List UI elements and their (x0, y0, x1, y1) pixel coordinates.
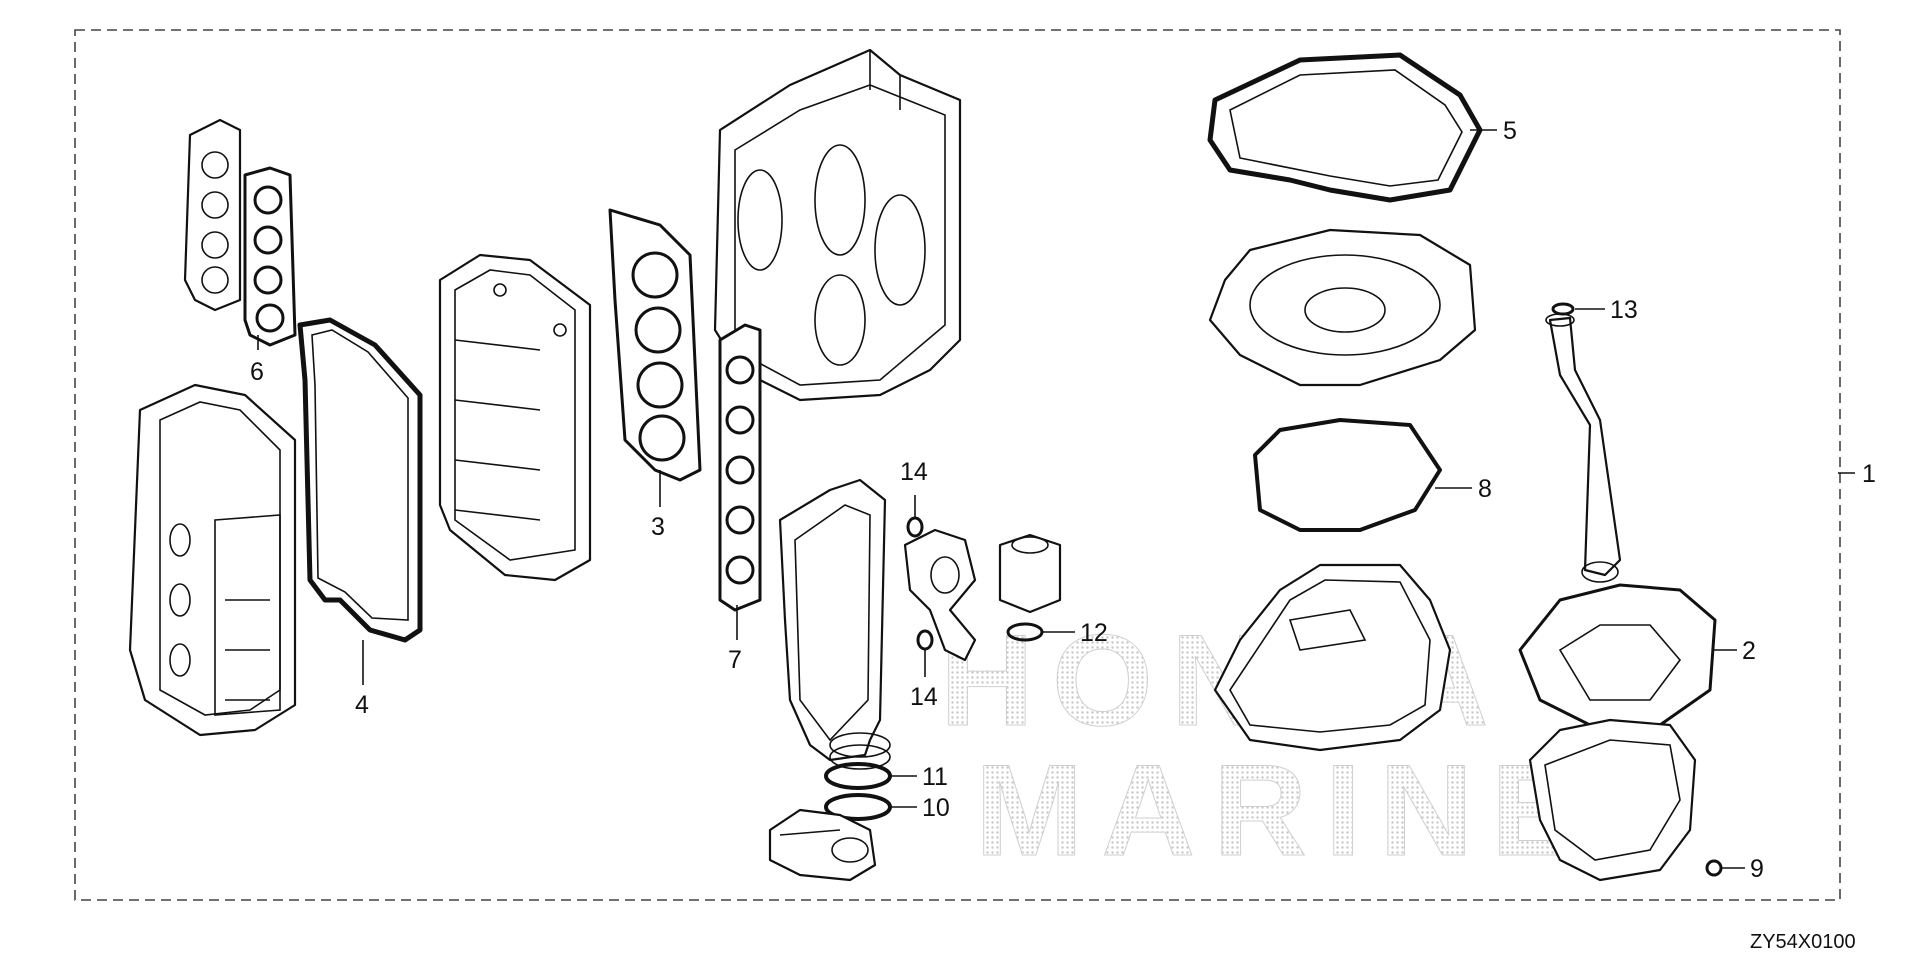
lower-oil-sump (1528, 718, 1697, 882)
oil-pan (1213, 563, 1452, 752)
mount-case (1208, 228, 1477, 387)
thermostat-cover (768, 808, 877, 882)
callout-8: 8 (1478, 475, 1492, 503)
callout-14-upper: 14 (900, 458, 928, 486)
cylinder-head (438, 253, 592, 582)
o-ring-11 (824, 762, 892, 790)
water-pump-housing (903, 528, 977, 662)
callout-11: 11 (922, 763, 948, 791)
head-gasket (608, 208, 702, 482)
callout-9: 9 (1750, 855, 1764, 883)
callouts: 1 2 3 4 5 6 7 8 9 10 11 12 13 14 14 (250, 117, 1876, 883)
intake-gasket-outer (183, 118, 242, 312)
oil-pan-upper-gasket (1253, 418, 1442, 532)
callout-3: 3 (651, 513, 665, 541)
callout-6: 6 (250, 358, 264, 386)
watermark: HONDA MARINE (940, 607, 1596, 884)
callout-13: 13 (1610, 296, 1638, 324)
callout-12: 12 (1080, 619, 1108, 647)
head-cover-gasket (297, 317, 423, 643)
diagram-code: ZY54X0100 (1750, 931, 1856, 953)
o-ring-14-upper (906, 516, 924, 538)
o-ring-13 (1551, 302, 1575, 316)
callout-7: 7 (728, 646, 742, 674)
callout-2: 2 (1742, 637, 1756, 665)
callout-14-lower: 14 (910, 683, 938, 711)
callout-10: 10 (922, 794, 950, 822)
watermark-line2: MARINE (975, 737, 1596, 883)
callout-5: 5 (1503, 117, 1517, 145)
intake-gasket-inner (243, 166, 297, 347)
leader-lines (257, 129, 1855, 869)
cylinder-head-cover (128, 383, 297, 737)
exhaust-gasket (718, 323, 762, 612)
callout-1: 1 (1862, 460, 1876, 488)
callout-4: 4 (355, 691, 369, 719)
oil-strainer-pipe (1545, 313, 1622, 583)
oil-pan-lower-gasket (1518, 583, 1717, 732)
mount-case-gasket (1207, 52, 1483, 203)
drain-washer-9 (1705, 859, 1723, 877)
oil-filter-base (998, 533, 1062, 614)
o-ring-14-lower (916, 629, 934, 651)
exhaust-manifold (778, 478, 891, 770)
assembly-border (74, 29, 1841, 901)
